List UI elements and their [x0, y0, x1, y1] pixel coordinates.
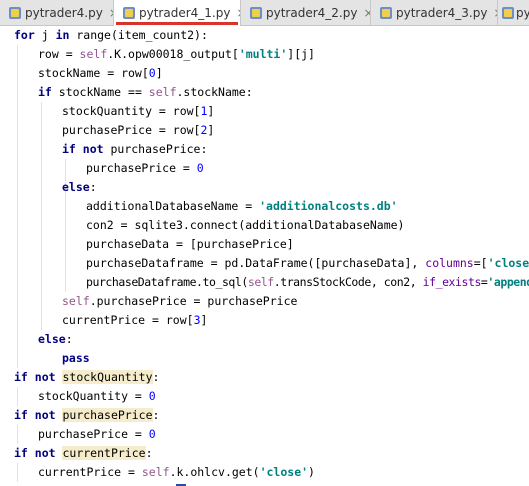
code-line: stockQuantity = row[1] [62, 104, 215, 118]
code-line: purchaseDataframe.to_sql(self.transStock… [86, 275, 529, 289]
code-line: additionalDatabaseName = 'additionalcost… [86, 199, 398, 213]
indent-guide [65, 197, 66, 292]
code-line: pass [62, 351, 90, 365]
code-line: if not purchasePrice: [14, 408, 160, 422]
tab-label: pytrader4.py [25, 5, 103, 20]
code-line: currentPrice = row[3] [62, 313, 208, 327]
code-line: purchasePrice = row[2] [62, 123, 215, 137]
indent-guide [17, 387, 18, 406]
tab-pytrader4-1[interactable]: pytrader4_1.py × [114, 0, 241, 26]
code-line: stockQuantity = 0 [38, 389, 156, 403]
tab-pytrader4[interactable]: pytrader4.py × [0, 0, 114, 25]
code-line: if not stockQuantity: [14, 370, 160, 384]
code-line: else: [62, 180, 97, 194]
indent-guide [17, 463, 18, 482]
tab-pytrader4-2[interactable]: pytrader4_2.py × [241, 0, 371, 25]
close-icon[interactable]: × [236, 6, 240, 20]
highlighted-identifier: currentPrice [62, 446, 146, 460]
code-line: stockName = row[0] [38, 66, 163, 80]
highlighted-identifier: purchasePrice [62, 408, 153, 422]
indent-guide [17, 45, 18, 368]
text-caret [176, 484, 186, 486]
close-icon[interactable]: × [493, 6, 497, 20]
close-icon[interactable]: × [109, 6, 113, 20]
indent-guide [65, 159, 66, 197]
python-file-icon [123, 7, 135, 19]
tab-label: pytrader4_1.py [139, 6, 231, 20]
python-file-icon [250, 6, 262, 19]
tab-label: py [516, 5, 529, 20]
editor-tab-bar: pytrader4.py × pytrader4_1.py × pytrader… [0, 0, 529, 26]
code-line: self.purchasePrice = purchasePrice [62, 294, 298, 308]
indent-guide [17, 425, 18, 444]
code-line: purchasePrice = 0 [86, 161, 204, 175]
code-line: currentPrice = self.k.ohlcv.get('close') [38, 465, 315, 479]
tab-pytrader4-3[interactable]: pytrader4_3.py × [371, 0, 498, 25]
tab-overflow[interactable]: py [498, 0, 529, 25]
code-line: if stockName == self.stockName: [38, 85, 253, 99]
code-line: for j in range(item_count2): [14, 28, 208, 42]
code-line: if not currentPrice: [14, 446, 153, 460]
python-file-icon [380, 6, 392, 19]
code-line: row = self.K.opw00018_output['multi'][j] [38, 47, 315, 61]
python-file-icon [502, 6, 514, 19]
close-icon[interactable]: × [363, 6, 370, 20]
tab-label: pytrader4_3.py [396, 5, 488, 20]
code-line: purchaseData = [purchasePrice] [86, 237, 294, 251]
indent-guide [41, 102, 42, 330]
code-line: if not purchasePrice: [62, 142, 208, 156]
code-editor[interactable]: for j in range(item_count2): row = self.… [0, 26, 529, 486]
code-line: con2 = sqlite3.connect(additionalDatabas… [86, 218, 405, 232]
tab-label: pytrader4_2.py [266, 5, 358, 20]
code-line: purchasePrice = 0 [38, 427, 156, 441]
highlighted-identifier: stockQuantity [62, 370, 153, 384]
code-line: else: [38, 332, 73, 346]
python-file-icon [9, 6, 21, 19]
code-line: purchaseDataframe = pd.DataFrame([purcha… [86, 256, 529, 270]
